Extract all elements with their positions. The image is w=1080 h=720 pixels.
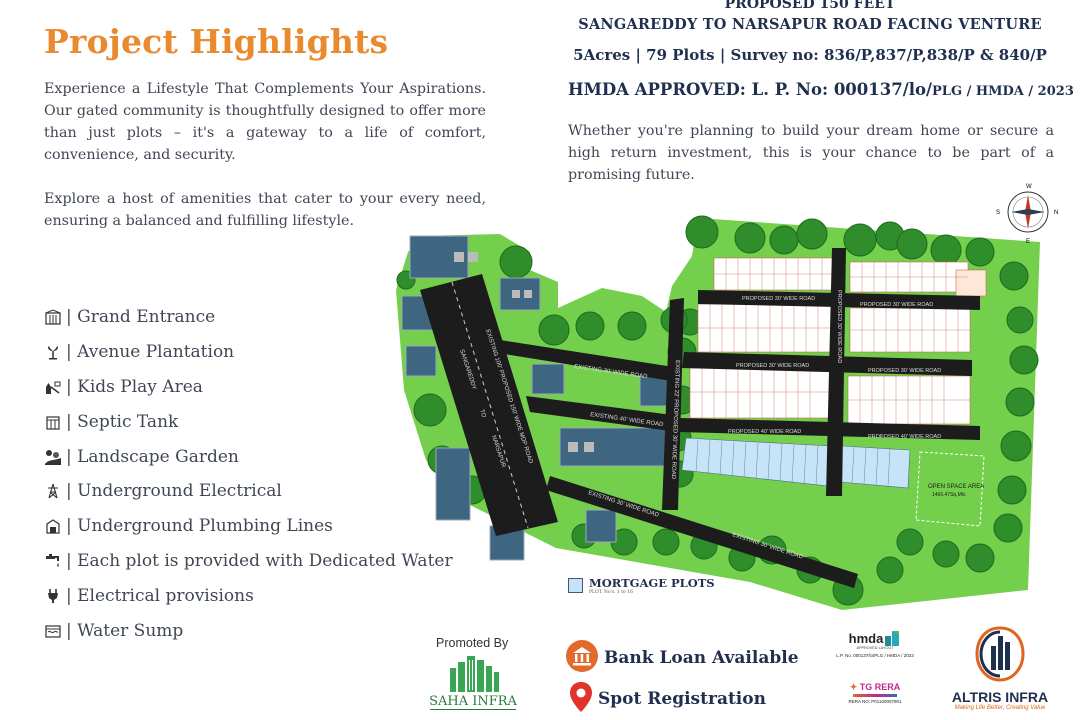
amenity-item: | Each plot is provided with Dedicated W… [44, 544, 453, 579]
tree-icon [44, 343, 62, 361]
plumbing-icon [44, 517, 62, 535]
hmda-approval-line: HMDA APPROVED: L. P. No: 000137/lo/PLG /… [568, 80, 1074, 99]
legend-label: MORTGAGE PLOTS [589, 576, 715, 590]
amenities-list: | Grand Entrance | Avenue Plantation | K… [44, 300, 453, 648]
gate-icon [44, 308, 62, 326]
hmda-sub: APPROVED LAYOUT [856, 646, 894, 650]
altris-infra-logo: ALTRIS INFRA Making Life Better, Creatin… [940, 626, 1060, 711]
bank-loan-badge: Bank Loan Available [566, 640, 799, 676]
amenities-intro-paragraph: Explore a host of amenities that cater t… [44, 191, 486, 229]
open-space-label: OPEN SPACE AREA [928, 484, 984, 490]
amenity-label: | Water Sump [66, 620, 184, 641]
amenity-item: | Kids Play Area [44, 370, 453, 405]
saha-infra-name: SAHA INFRA [429, 694, 517, 709]
mortgage-swatch [568, 578, 583, 593]
map-legend: MORTGAGE PLOTS PLOT. No's. 1 to 16 [568, 576, 715, 595]
hmda-mark-icon [885, 631, 900, 646]
plug-icon [44, 587, 62, 605]
road-label: EXISTING 22' PROPOSED 30' WIDE ROAD [670, 360, 680, 480]
road-label: PROPOSED 40' WIDE ROAD [868, 434, 941, 440]
amenity-item: | Landscape Garden [44, 439, 453, 474]
location-pin-icon [570, 682, 592, 716]
amenity-label: | Septic Tank [66, 411, 179, 432]
layout-map: SANGAREDDY TO NARSAPUR EXISTING 100' PRO… [396, 184, 1058, 610]
amenity-label: | Avenue Plantation [66, 342, 235, 363]
road-label: TO [478, 409, 486, 419]
open-space-size: 1466.47Sq.Mts [932, 492, 966, 498]
road-label: PROPOSED 30' WIDE ROAD [736, 363, 809, 369]
open-space-area [915, 451, 985, 527]
header-survey-line: 5Acres | 79 Plots | Survey no: 836/P,837… [573, 46, 1047, 64]
amenity-item: | Grand Entrance [44, 300, 453, 335]
electric-tower-icon [44, 482, 62, 500]
amenity-label: | Underground Plumbing Lines [66, 516, 333, 537]
header-road-line: PROPOSED 150 FEET [724, 0, 896, 12]
tg-rera-logo: ✦ TG RERA RERA NO: P01100007901 [820, 682, 930, 704]
compass-label: E [1026, 239, 1030, 245]
existing-road [526, 396, 680, 432]
hmda-lp-number: L.P. No. 000137/lo/PLG / HMDA / 2023 [836, 653, 914, 658]
playground-icon [44, 378, 62, 396]
compass-label: S [996, 210, 1000, 216]
road-label: PROPOSED 40' WIDE ROAD [728, 429, 801, 435]
road-label: PROPOSED 30' WIDE ROAD [868, 368, 941, 374]
promoted-by-label: Promoted By [436, 636, 509, 650]
compass-label: N [1054, 210, 1058, 216]
garden-icon [44, 448, 62, 466]
water-tap-icon [44, 552, 62, 570]
amenity-label: | Grand Entrance [66, 307, 216, 328]
mortgage-plot-block [681, 437, 911, 489]
tank-icon [44, 413, 62, 431]
road-label: PROPOSED 30' WIDE ROAD [836, 290, 842, 363]
amenity-item: | Underground Electrical [44, 474, 453, 509]
legend-sub: PLOT. No's. 1 to 16 [589, 590, 633, 595]
amenity-item: | Septic Tank [44, 404, 453, 439]
road-label: PROPOSED 30' WIDE ROAD [860, 302, 933, 308]
amenity-item: | Underground Plumbing Lines [44, 509, 453, 544]
altris-infra-tagline: Making Life Better, Creating Value [954, 705, 1046, 711]
amenity-item: | Water Sump [44, 613, 453, 648]
main-road [420, 274, 558, 536]
existing-road [500, 340, 680, 382]
compass-icon: W E S N [996, 184, 1058, 245]
sump-icon [44, 622, 62, 640]
compass-label: W [1026, 184, 1032, 190]
amenity-label: | Kids Play Area [66, 376, 203, 397]
amenity-label: | Landscape Garden [66, 446, 239, 467]
rera-name: ✦ TG RERA [849, 682, 901, 692]
spot-registration-text: Spot Registration [598, 689, 766, 709]
amenity-label: | Electrical provisions [66, 585, 254, 606]
bank-icon [566, 640, 598, 676]
hmda-name: hmda [848, 631, 884, 646]
altris-emblem-icon [975, 626, 1025, 682]
header-venture-line: SANGAREDDY TO NARSAPUR ROAD FACING VENTU… [578, 16, 1042, 33]
page-title: Project Highlights [44, 22, 389, 61]
existing-road [546, 476, 858, 588]
amenity-label: | Underground Electrical [66, 481, 282, 502]
spot-registration-badge: Spot Registration [570, 682, 766, 716]
amenity-label: | Each plot is provided with Dedicated W… [66, 550, 453, 571]
investment-paragraph: Whether you're planning to build your dr… [568, 123, 1054, 183]
amenity-item: | Electrical provisions [44, 578, 453, 613]
intro-paragraph: Experience a Lifestyle That Complements … [44, 81, 486, 163]
road-label: PROPOSED 30' WIDE ROAD [742, 296, 815, 302]
altris-infra-name: ALTRIS INFRA [951, 689, 1049, 705]
existing-road-vertical [662, 298, 684, 510]
amenity-item: | Avenue Plantation [44, 335, 453, 370]
proposed-roads [678, 248, 980, 496]
rera-number: RERA NO: P01100007901 [848, 699, 902, 704]
saha-infra-logo: SAHA INFRA [418, 654, 528, 720]
hmda-logo: hmda APPROVED LAYOUT L.P. No. 000137/lo/… [820, 630, 930, 658]
bank-loan-text: Bank Loan Available [604, 648, 799, 668]
